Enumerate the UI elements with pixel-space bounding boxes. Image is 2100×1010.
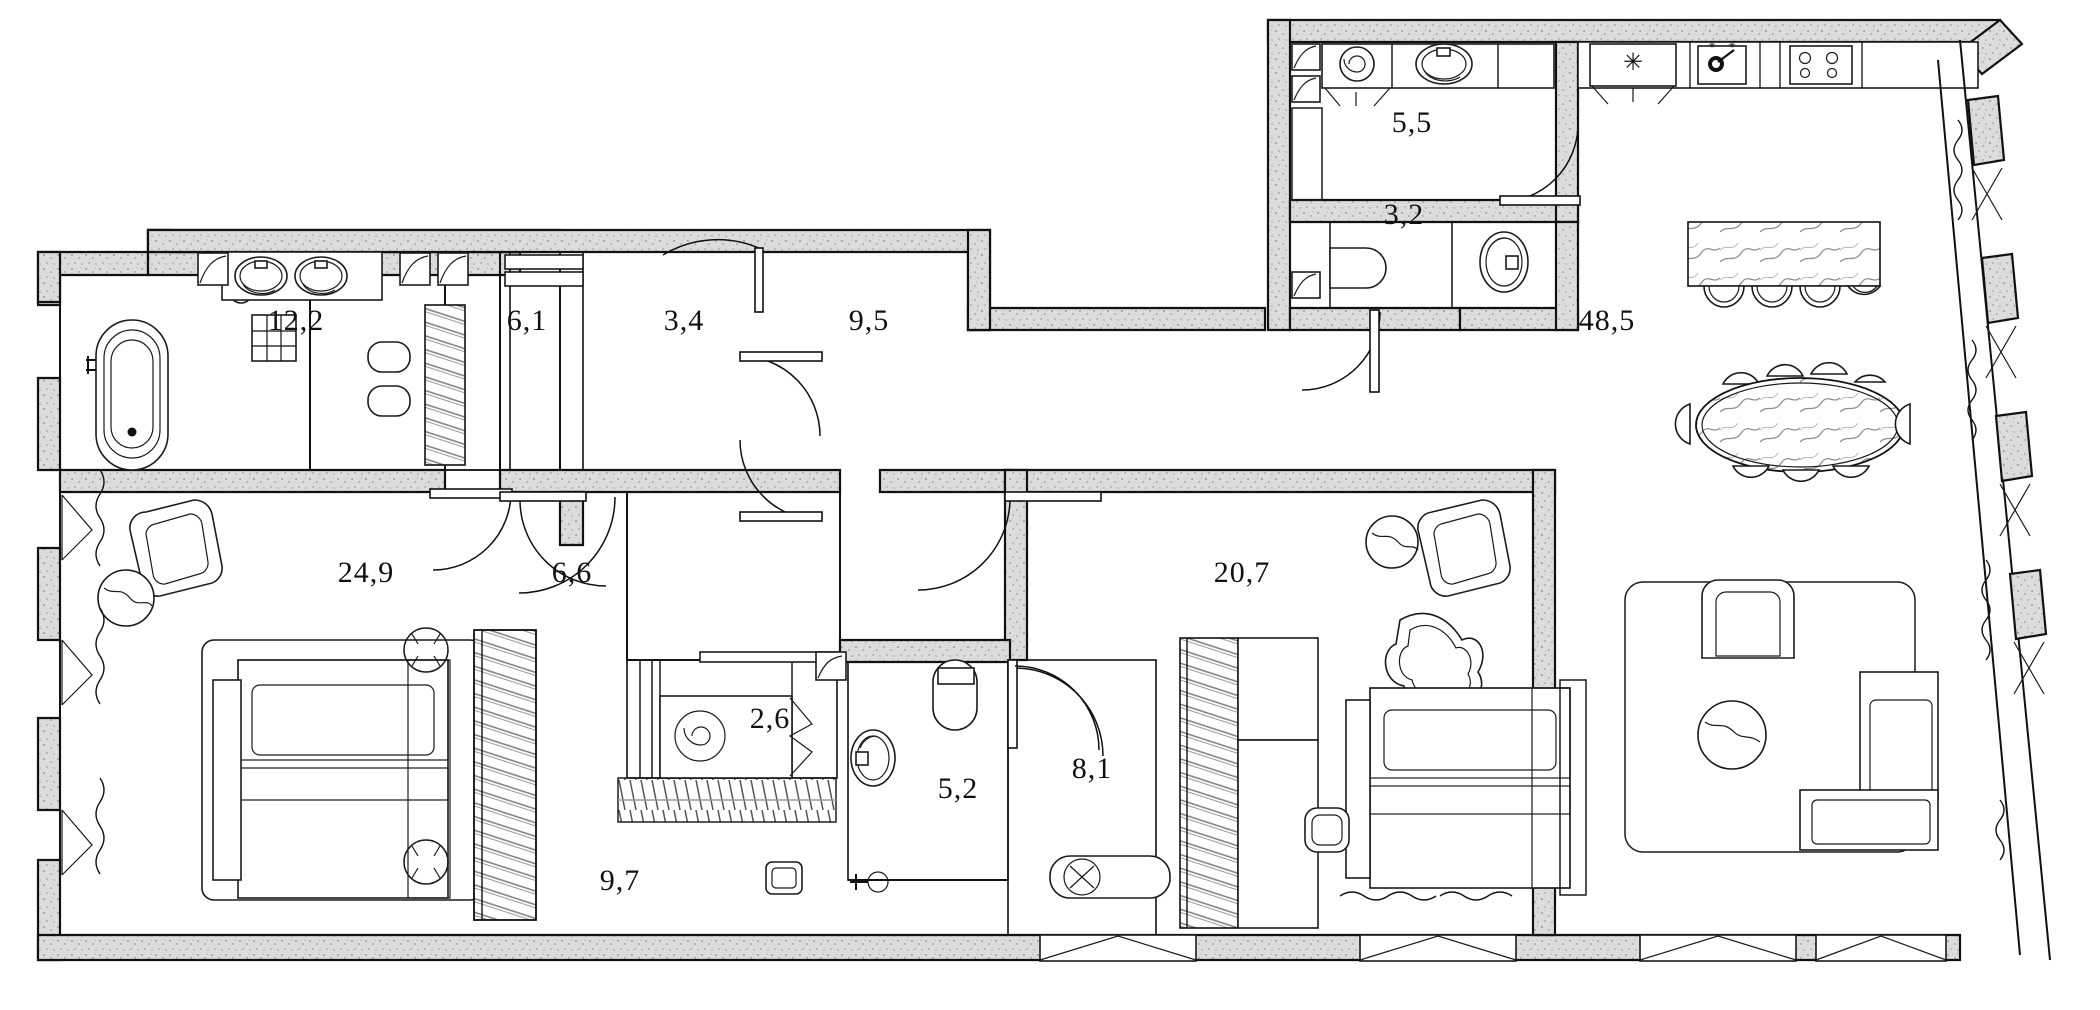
room-laundry-55: 5,5 <box>1289 41 1581 206</box>
toilet-icon <box>1329 247 1387 289</box>
room-bathroom-52: 5,2 <box>815 638 1012 893</box>
room-area-label: 8,1 <box>1072 752 1113 785</box>
bottom-windows <box>1039 934 1947 962</box>
window-icon-laundry-b <box>1291 75 1321 103</box>
kitchen-sink-icon: ✳ ✳ <box>1697 40 1747 85</box>
toilet-icon-52 <box>932 659 978 731</box>
washbasin-icon-52 <box>850 729 896 787</box>
pouf-icon <box>1304 807 1350 853</box>
closet-rail-hatch <box>424 304 466 466</box>
window-icon-wc <box>1291 271 1321 299</box>
room-area-label: 24,9 <box>338 556 395 589</box>
room-corridor-95: 9,5 <box>849 304 890 337</box>
bedroom2-bed-icon <box>1345 679 1587 896</box>
svg-text:✳: ✳ <box>1623 49 1643 76</box>
room-area-label: 6,1 <box>507 304 548 337</box>
laundry-sink-icon <box>1415 43 1473 85</box>
bedroom2-side-table-icon <box>1365 515 1419 569</box>
door-wc <box>1301 309 1381 393</box>
bar-counter-icon <box>1687 221 1882 308</box>
bedroom-armchair-icon <box>129 499 223 597</box>
panoramic-facade-right <box>1937 39 2051 961</box>
room-area-label: 2,6 <box>750 702 791 735</box>
bedroom2-radiator-squig <box>1339 891 1513 901</box>
closet-stool-icon <box>765 861 803 895</box>
room-area-label: 48,5 <box>1579 304 1636 337</box>
room-bedroom-207: 20,7 <box>1179 499 1587 929</box>
cooktop-icon <box>1789 45 1853 85</box>
svg-text:✳: ✳ <box>1728 40 1736 50</box>
bedroom2-armchair-icon <box>1417 499 1511 597</box>
washing-machine-icon <box>1324 46 1391 107</box>
svg-text:✳: ✳ <box>1708 40 1716 50</box>
room-hall-34: 3,4 <box>662 238 764 337</box>
dining-table-icon <box>1674 361 1911 483</box>
room-area-label: 3,2 <box>1384 198 1425 231</box>
side-table-icon <box>97 569 155 627</box>
sofa-icon <box>1799 671 1939 851</box>
doors-group <box>739 351 1102 751</box>
kitchen-counter-group: ✳ ✳ ✳ <box>1577 40 1979 105</box>
window-icon-bath <box>197 252 229 286</box>
room-area-label: 9,5 <box>849 304 890 337</box>
room-area-label: 3,4 <box>664 304 705 337</box>
bedroom-wardrobe-icon <box>473 629 537 921</box>
tile-niche-icon <box>251 314 297 362</box>
window-mullions <box>1953 94 2048 861</box>
living-armchair-icon <box>1701 579 1795 659</box>
sink-icon-left <box>234 256 288 296</box>
room-guest-wc-32: 3,2 <box>1289 198 1557 309</box>
room-wardrobe-61: 6,1 <box>399 251 584 471</box>
sink-icon-right <box>294 256 348 296</box>
closet-hatch-bedroom1 <box>473 629 537 921</box>
room-storage-26: 2,6 <box>626 651 911 779</box>
room-hall-66: 6,6 <box>499 491 607 589</box>
bathtub-icon <box>86 319 169 471</box>
refrigerator-icon: ✳ <box>1589 43 1677 105</box>
room-area-label: 20,7 <box>1214 556 1271 589</box>
room-closet-97: 9,7 <box>600 777 837 897</box>
room-master-bathroom: 12,2 <box>59 251 511 471</box>
boiler-icon <box>659 695 813 779</box>
room-area-label: 12,2 <box>268 304 325 337</box>
bedroom2-wardrobe-icon <box>1179 637 1319 929</box>
wc-sink-icon <box>1479 231 1529 293</box>
room-area-label: 5,5 <box>1392 106 1433 139</box>
room-area-label: 5,2 <box>938 772 979 805</box>
room-bedroom-249: 24,9 <box>61 469 616 921</box>
window-icon-laundry-a <box>1291 43 1321 71</box>
mirror-icon-52 <box>815 651 847 681</box>
sink-fixture-52 <box>850 871 889 893</box>
room-area-label: 9,7 <box>600 864 641 897</box>
radiator-icons <box>61 469 105 876</box>
room-living-485: 48,5 <box>1579 221 1939 853</box>
double-bed-icon <box>201 639 483 901</box>
window-icon-61b <box>437 252 469 286</box>
pendant-lamp-icon <box>403 627 449 885</box>
window-icon-61 <box>399 252 431 286</box>
coffee-table-icon <box>1697 700 1767 770</box>
bench-icon-81 <box>1049 855 1171 899</box>
room-dressing-81: 8,1 <box>1007 659 1171 936</box>
